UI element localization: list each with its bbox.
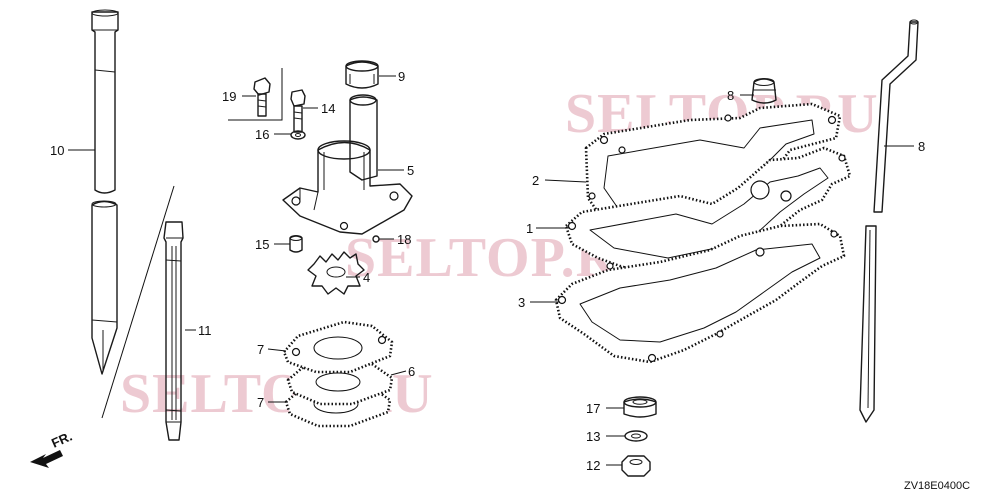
part-label-10: 9: [398, 69, 405, 84]
front-label: FR.: [49, 429, 74, 451]
part-label-16: 15: [255, 237, 269, 252]
dowel-pin-16-part: [289, 235, 303, 253]
part-label-15: 14: [321, 101, 335, 116]
part-label-7-lower: 7: [257, 395, 264, 410]
washer-17-part: [290, 130, 306, 140]
drive-shaft-part: [163, 221, 184, 441]
tube-8-part: [859, 19, 919, 423]
part-label-11: 10: [50, 143, 64, 158]
grommet-10-part: [345, 60, 379, 89]
part-label-20: 19: [222, 89, 236, 104]
part-label-8: 8: [918, 139, 925, 154]
part-label-2: 2: [532, 173, 539, 188]
part-label-14: 13: [586, 429, 600, 444]
impeller-4-part: [307, 251, 365, 295]
washer-14-part: [624, 430, 648, 442]
pump-housing-part: [282, 94, 413, 235]
water-tube-part: [91, 9, 119, 375]
part-label-1: 1: [526, 221, 533, 236]
nut-13-part: [621, 455, 651, 477]
grommet-9-part: [751, 78, 777, 104]
part-number-labels: 10 11 19 14 16 9 5 15 18 4 7 6 7 2 1 3 8…: [50, 69, 925, 473]
part-label-3: 3: [518, 295, 525, 310]
front-direction-marker: FR.: [30, 185, 175, 468]
bracket-lines: [228, 68, 283, 121]
leader-lines: [68, 75, 914, 466]
gasket-3-part: [554, 222, 846, 364]
watermark-bottom: SELTOP.RU: [120, 363, 434, 425]
part-label-7-upper: 7: [257, 342, 264, 357]
part-label-19: 18: [397, 232, 411, 247]
seal-18-part: [623, 396, 657, 418]
part-label-5: 5: [407, 163, 414, 178]
part-label-18: 17: [586, 401, 600, 416]
gasket-1-part: [564, 146, 852, 280]
part-label-6: 6: [408, 364, 415, 379]
bolt-20-part: [253, 77, 271, 117]
plate-gasket-stack-part: [282, 320, 394, 428]
part-label-9: 8: [727, 88, 734, 103]
drawing-code: ZV18E0400C: [904, 480, 970, 492]
part-label-12: 11: [198, 323, 212, 338]
part-label-17: 16: [255, 127, 269, 142]
part-label-4: 4: [363, 270, 370, 285]
part-label-13: 12: [586, 458, 600, 473]
bolt-15-part: [290, 89, 306, 133]
